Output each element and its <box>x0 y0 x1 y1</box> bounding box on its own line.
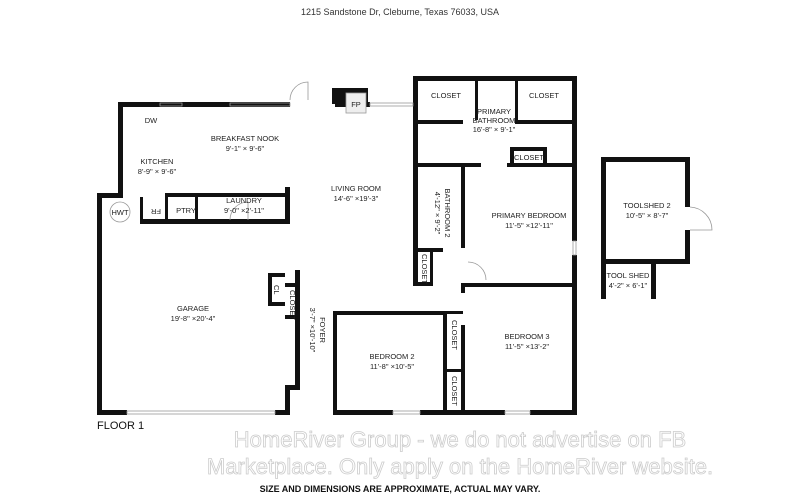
bedroom-2-name: BEDROOM 2 <box>369 352 414 361</box>
watermark-line-1: HomeRiver Group - we do not advertise on… <box>234 427 686 452</box>
garage-dims: 19'-8" ×20'-4" <box>171 314 216 323</box>
address-title: 1215 Sandstone Dr, Cleburne, Texas 76033… <box>301 7 499 17</box>
primary-bedroom-dims: 11'-5" ×12'-11" <box>505 221 553 230</box>
room-labels: KITCHEN 8'-9" × 9'-6" BREAKFAST NOOK 9'-… <box>111 91 670 406</box>
garage-name: GARAGE <box>177 304 209 313</box>
foyer-dims: 3'-7" ×10'-10" <box>308 308 317 353</box>
kitchen-dims: 8'-9" × 9'-6" <box>138 167 177 176</box>
disclaimer: SIZE AND DIMENSIONS ARE APPROXIMATE, ACT… <box>259 484 541 494</box>
closet-label: CLOSET <box>431 91 461 100</box>
walls <box>97 76 690 415</box>
primary-bedroom-name: PRIMARY BEDROOM <box>492 211 567 220</box>
laundry-name: LAUNDRY <box>226 196 262 205</box>
kitchen-name: KITCHEN <box>141 157 174 166</box>
tool-shed-dims: 4'-2" × 6'-1" <box>609 281 648 290</box>
bedroom-3-name: BEDROOM 3 <box>504 332 549 341</box>
toolshed-2-name: TOOLSHED 2 <box>623 201 670 210</box>
pantry-label: PTRY <box>176 206 196 215</box>
closet-label: CLOSET <box>450 376 459 406</box>
fridge-label: FR <box>150 207 161 216</box>
closet-label: CLOSET <box>529 91 559 100</box>
tool-shed-name: TOOL SHED <box>607 271 651 280</box>
laundry-dims: 9'-0" ×2'-11" <box>224 206 264 215</box>
living-room-name: LIVING ROOM <box>331 184 381 193</box>
breakfast-nook-dims: 9'-1" × 9'-6" <box>226 144 265 153</box>
closet-label: CLOSET <box>514 153 544 162</box>
floor-label: FLOOR 1 <box>97 420 145 432</box>
living-room-dims: 14'-6" ×19'-3" <box>334 194 379 203</box>
bedroom-2-dims: 11'-8" ×10'-5" <box>370 362 414 371</box>
water-heater-label: HWT <box>111 208 128 217</box>
closet-label: CLOSET <box>420 254 429 284</box>
cl-label: CL <box>272 285 281 295</box>
bedroom-3-dims: 11'-5" ×13'-2" <box>505 342 549 351</box>
watermark: HomeRiver Group - we do not advertise on… <box>206 427 713 480</box>
fireplace-label: FP <box>351 100 361 109</box>
primary-bathroom-dims: 16'-8" × 9'-1" <box>473 125 516 134</box>
toolshed-2-dims: 10'-5" × 8'-7" <box>626 211 669 220</box>
bathroom-2-dims: 4'-12" × 9'-2" <box>433 192 442 235</box>
primary-bathroom-name-2: BATHROOM <box>473 116 516 125</box>
primary-bathroom-name: PRIMARY <box>477 107 511 116</box>
closet-label: CLOSET <box>288 290 297 320</box>
windows-doors <box>109 81 713 415</box>
watermark-line-2: Marketplace. Only apply on the HomeRiver… <box>207 454 713 479</box>
closet-label: CLOSET <box>450 320 459 350</box>
breakfast-nook-name: BREAKFAST NOOK <box>211 134 279 143</box>
bathroom-2-name: BATHROOM 2 <box>443 188 452 237</box>
dishwasher-label: DW <box>145 116 158 125</box>
foyer-name: FOYER <box>318 317 327 343</box>
